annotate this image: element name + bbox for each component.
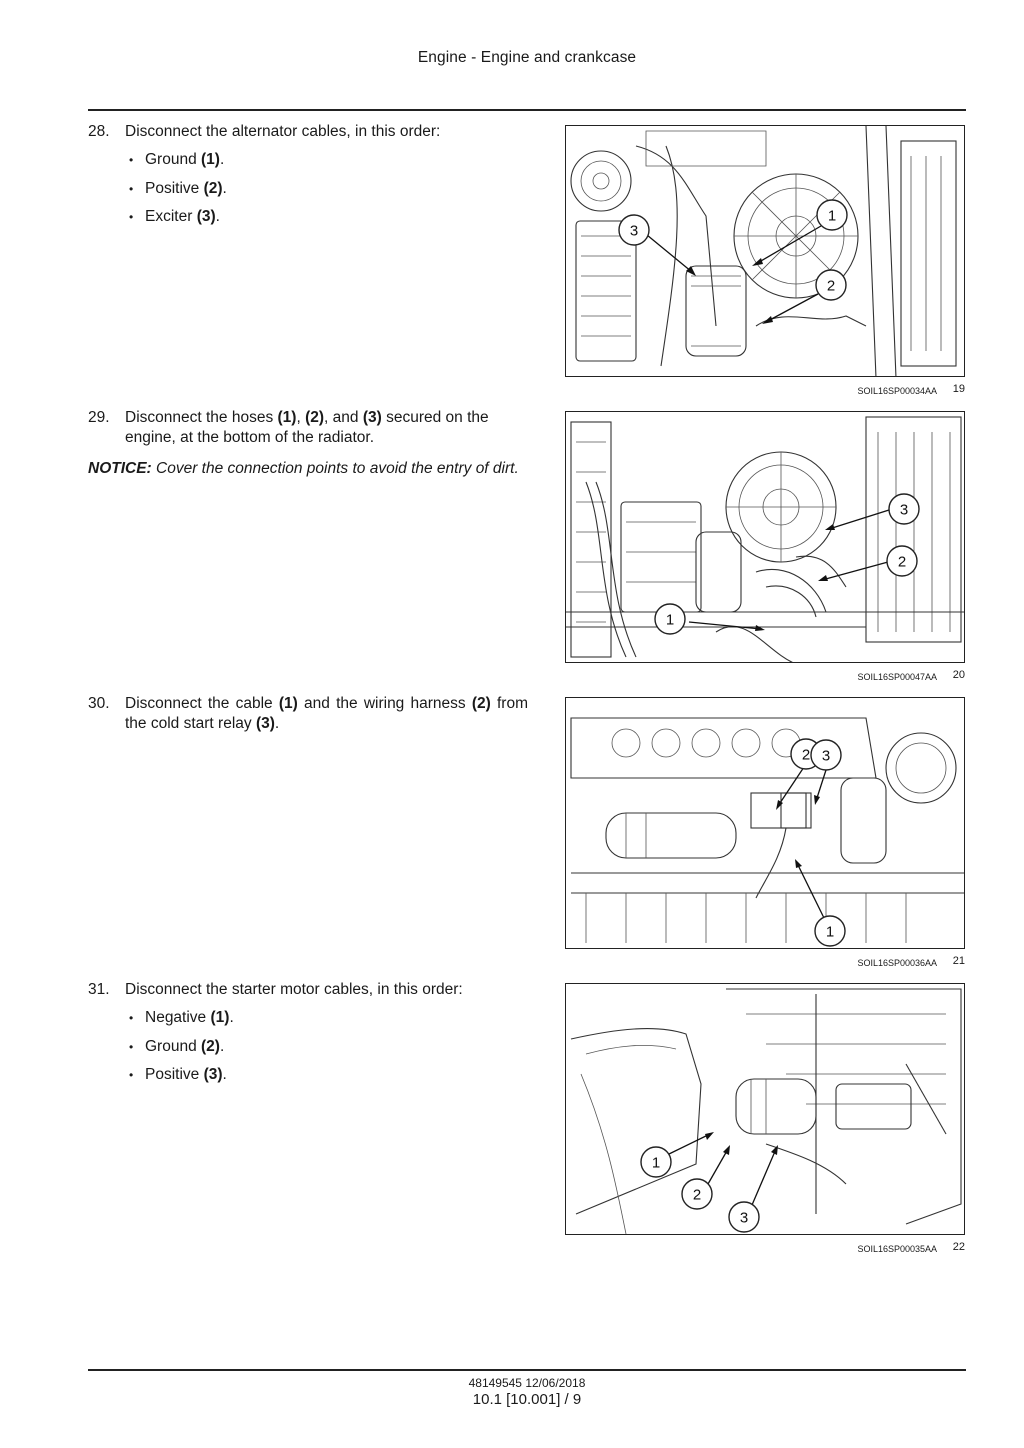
- callout-2: 2: [886, 545, 918, 577]
- svg-text:1: 1: [652, 1155, 660, 1172]
- svg-text:2: 2: [827, 278, 835, 295]
- svg-text:1: 1: [828, 208, 836, 225]
- step-29: 29. Disconnect the hoses (1), (2), and (…: [88, 408, 528, 479]
- page-header-title: Engine - Engine and crankcase: [417, 49, 637, 66]
- notice-text: NOTICE: Cover the connection points to a…: [88, 460, 519, 477]
- step-text: Disconnect the alternator cables, in thi…: [125, 123, 441, 140]
- figure-code: SOIL16SP00034AA: [857, 386, 937, 396]
- svg-text:1: 1: [826, 924, 834, 941]
- bullet-list: Negative (1). Ground (2). Positive (3).: [125, 1008, 528, 1085]
- callout-3: 3: [888, 493, 920, 525]
- figure-caption: SOIL16SP00034AA 19: [565, 383, 965, 397]
- engine-illustration: 1 2 3: [570, 126, 957, 376]
- step-text: Disconnect the cable (1) and the wiring …: [125, 695, 528, 732]
- step-text: Disconnect the hoses (1), (2), and (3) s…: [125, 409, 489, 446]
- svg-text:3: 3: [822, 748, 830, 765]
- figure-starter-motor-cables: 1 2 3: [565, 983, 965, 1235]
- step-number: 29.: [88, 409, 110, 426]
- figure-code: SOIL16SP00036AA: [857, 958, 937, 968]
- footer-doc-id: 48149545 12/06/2018: [468, 1376, 586, 1390]
- figure-number: 20: [952, 669, 965, 681]
- callout-2: 2: [815, 269, 847, 301]
- engine-illustration: 1 2 3: [570, 717, 964, 947]
- figure-cold-start-relay: 1 2 3: [565, 697, 965, 949]
- list-item: Positive (3).: [129, 1065, 528, 1085]
- header-rule: [88, 109, 966, 111]
- list-item: Positive (2).: [129, 179, 528, 199]
- figure-radiator-hoses: 1 2 3: [565, 411, 965, 663]
- callout-1: 1: [640, 1146, 672, 1178]
- svg-text:2: 2: [898, 554, 906, 571]
- notice-label: NOTICE:: [88, 460, 152, 477]
- figure-number: 19: [952, 383, 965, 395]
- list-item: Exciter (3).: [129, 207, 528, 227]
- svg-text:3: 3: [900, 502, 908, 519]
- svg-text:2: 2: [802, 747, 810, 764]
- list-item: Ground (2).: [129, 1037, 528, 1057]
- figure-caption: SOIL16SP00036AA 21: [565, 955, 965, 969]
- callout-3: 3: [810, 739, 842, 771]
- figure-code: SOIL16SP00047AA: [857, 672, 937, 682]
- step-number: 30.: [88, 695, 110, 712]
- list-item: Ground (1).: [129, 150, 528, 170]
- bullet-list: Ground (1). Positive (2). Exciter (3).: [125, 150, 528, 227]
- figure-number: 22: [952, 1241, 965, 1253]
- footer-page-number: 10.1 [10.001] / 9: [472, 1391, 582, 1408]
- footer-rule: [88, 1369, 966, 1371]
- callout-1: 1: [816, 199, 848, 231]
- engine-illustration: 1 2 3: [566, 416, 964, 662]
- svg-text:1: 1: [666, 612, 674, 629]
- svg-text:3: 3: [630, 223, 638, 240]
- callout-2: 2: [681, 1178, 713, 1210]
- step-text: Disconnect the starter motor cables, in …: [125, 981, 463, 998]
- figure-code: SOIL16SP00035AA: [857, 1244, 937, 1254]
- callout-3: 3: [618, 214, 650, 246]
- figure-alternator-cables: 1 2 3: [565, 125, 965, 377]
- callout-1: 1: [814, 915, 846, 947]
- step-number: 28.: [88, 123, 110, 140]
- figure-number: 21: [952, 955, 965, 967]
- figure-caption: SOIL16SP00047AA 20: [565, 669, 965, 683]
- svg-text:3: 3: [740, 1210, 748, 1227]
- svg-text:2: 2: [693, 1187, 701, 1204]
- list-item: Negative (1).: [129, 1008, 528, 1028]
- figure-caption: SOIL16SP00035AA 22: [565, 1241, 965, 1255]
- step-number: 31.: [88, 981, 110, 998]
- engine-illustration: 1 2 3: [570, 988, 962, 1234]
- callout-1: 1: [654, 603, 686, 635]
- step-30: 30. Disconnect the cable (1) and the wir…: [88, 694, 528, 734]
- step-31: 31. Disconnect the starter motor cables,…: [88, 980, 528, 1094]
- step-28: 28. Disconnect the alternator cables, in…: [88, 122, 528, 236]
- callout-3: 3: [728, 1201, 760, 1233]
